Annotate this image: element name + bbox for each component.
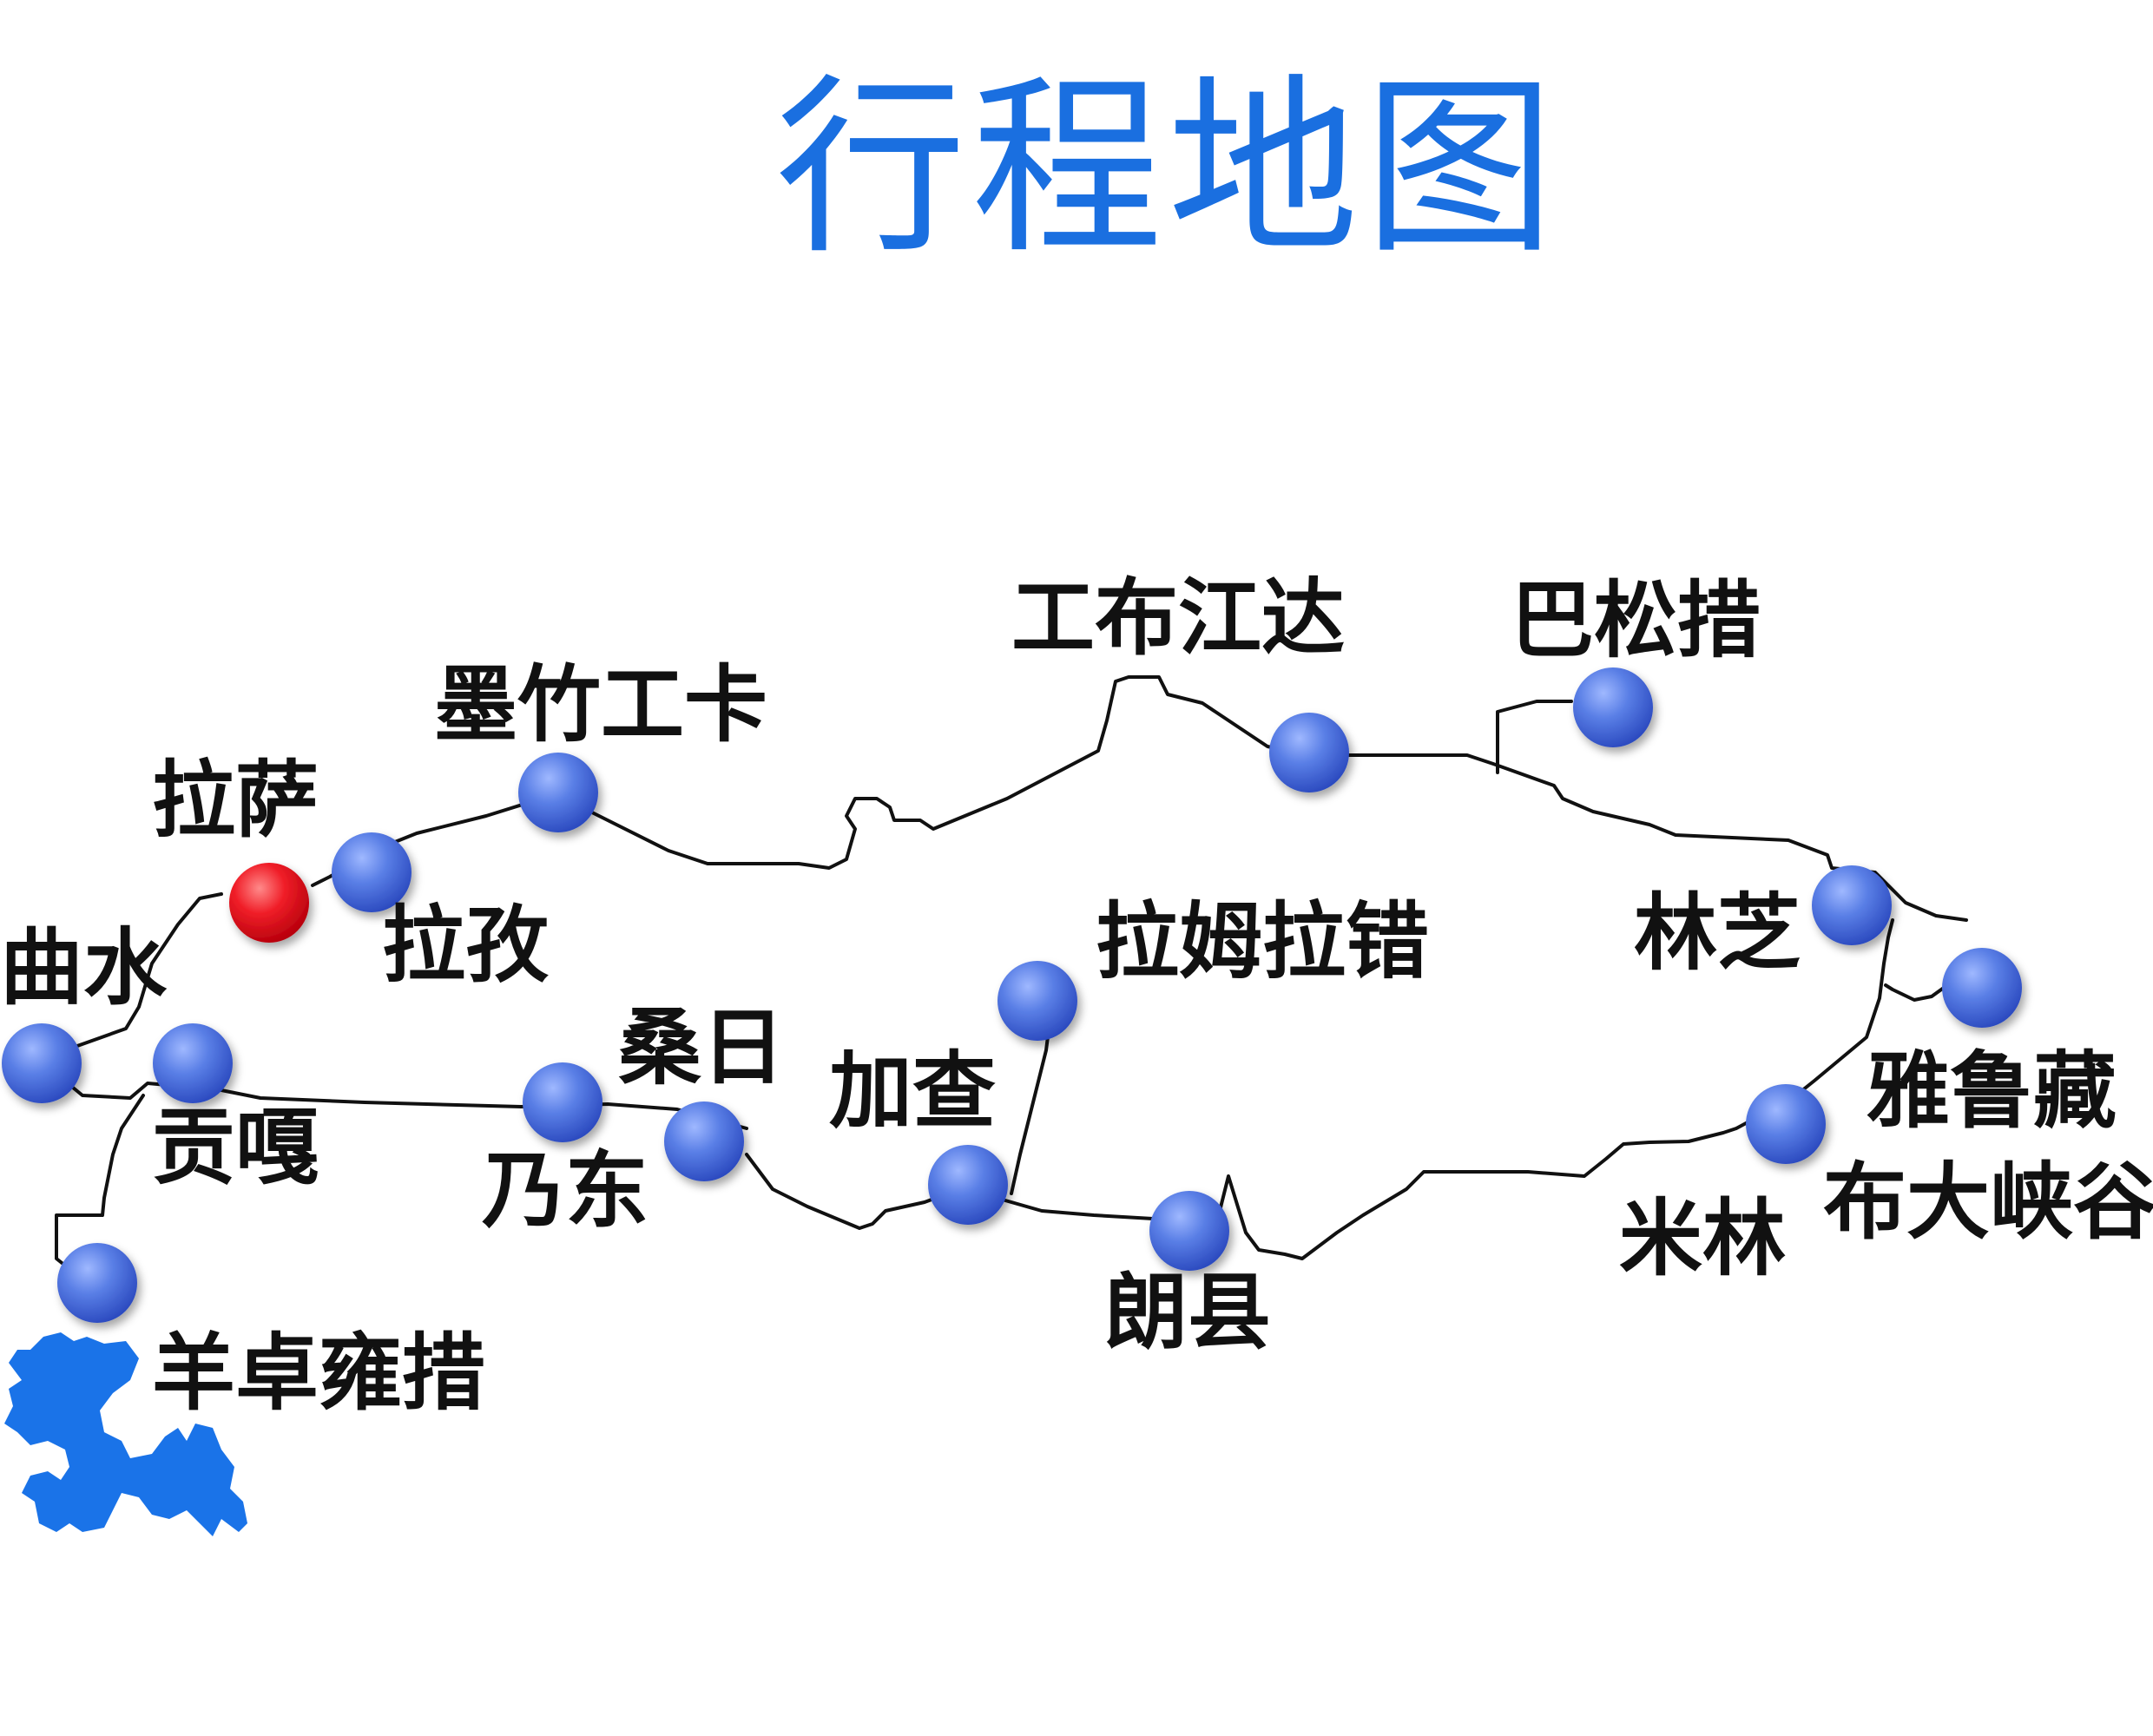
stop-marker[interactable] (1269, 713, 1349, 792)
stop-marker[interactable] (997, 961, 1077, 1041)
label-yaluzangbudaxiagu-line1: 雅鲁藏 (1867, 1042, 2117, 1140)
stop-yangzhuoyongcuo[interactable] (57, 1243, 137, 1323)
stop-marker[interactable] (523, 1062, 602, 1142)
map-title: 行程地图 (775, 57, 1560, 279)
stop-qushui[interactable] (2, 1023, 82, 1103)
route-jiacha-lamulacuo (1010, 1014, 1052, 1195)
label-mozhugongka: 墨竹工卡 (434, 655, 767, 753)
stop-milin[interactable] (1746, 1084, 1826, 1164)
stop-langxian[interactable] (1149, 1191, 1229, 1271)
current-location-marker[interactable] (229, 863, 309, 943)
label-qushui: 曲水 (0, 918, 168, 1016)
stop-marker[interactable] (1746, 1084, 1826, 1164)
stop-lazi[interactable] (332, 832, 412, 912)
stop-gongga[interactable] (153, 1023, 233, 1103)
label-sangri: 桑日 (618, 998, 785, 1096)
stop-marker[interactable] (332, 832, 412, 912)
stop-basongcuo[interactable] (1573, 667, 1653, 747)
route-gongga-lake (55, 1094, 145, 1278)
label-gongga: 贡嘎 (152, 1098, 319, 1196)
lake-yangzhuoyongcuo (4, 1332, 247, 1536)
stops: 拉萨 曲水 贡嘎 羊卓雍措 拉孜 墨竹工卡 乃东 (0, 569, 2153, 1422)
label-lamulacuo: 拉姆拉错 (1096, 892, 1429, 990)
stop-marker[interactable] (518, 753, 598, 832)
route-basongcuo-spur (1496, 700, 1573, 774)
stop-marker[interactable] (664, 1101, 744, 1181)
stop-lasa[interactable] (229, 863, 309, 943)
label-gongbujiangda: 工布江达 (1011, 569, 1345, 667)
stop-marker[interactable] (2, 1023, 82, 1103)
stop-mozhugongka[interactable] (518, 753, 598, 832)
stop-gongbujiangda[interactable] (1269, 713, 1349, 792)
stop-linzhi[interactable] (1812, 865, 1892, 945)
label-yangzhuoyongcuo: 羊卓雍措 (152, 1324, 485, 1422)
label-lazi: 拉孜 (382, 896, 549, 994)
stop-jiacha[interactable] (928, 1145, 1008, 1225)
stop-lamulacuo[interactable] (997, 961, 1077, 1041)
stop-marker[interactable] (57, 1243, 137, 1323)
label-lasa: 拉萨 (152, 751, 319, 849)
stop-sangri[interactable] (664, 1101, 744, 1181)
stop-marker[interactable] (1573, 667, 1653, 747)
label-naidong: 乃东 (482, 1141, 649, 1240)
stop-marker[interactable] (1149, 1191, 1229, 1271)
stop-yaluzangbudaxiagu[interactable] (1942, 948, 2022, 1028)
stop-marker[interactable] (928, 1145, 1008, 1225)
route-south-west (42, 1062, 748, 1130)
label-langxian: 朗县 (1104, 1263, 1271, 1361)
label-jiacha: 加查 (829, 1042, 996, 1140)
stop-naidong[interactable] (523, 1062, 602, 1142)
stop-marker[interactable] (1812, 865, 1892, 945)
route-north (311, 675, 1968, 922)
label-milin: 米林 (1619, 1189, 1786, 1287)
label-basongcuo: 巴松措 (1511, 571, 1761, 669)
label-yaluzangbudaxiagu-line2: 布大峡谷 (1823, 1153, 2153, 1251)
stop-marker[interactable] (1942, 948, 2022, 1028)
stop-marker[interactable] (153, 1023, 233, 1103)
label-linzhi: 林芝 (1634, 884, 1801, 982)
